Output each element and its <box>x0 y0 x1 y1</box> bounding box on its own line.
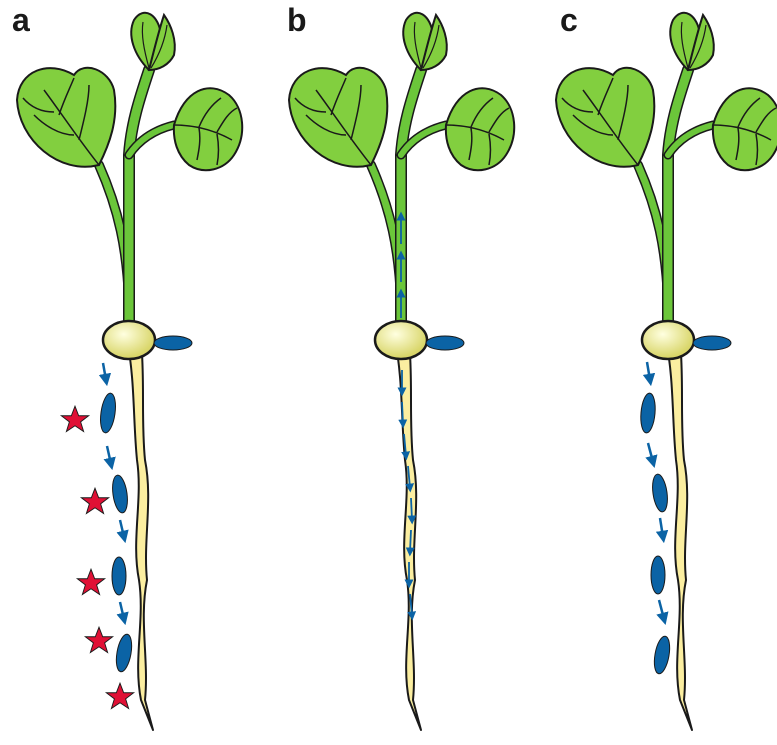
nodule <box>640 392 656 434</box>
nodule <box>652 473 668 513</box>
nodule <box>111 556 127 596</box>
panel-a-shoot <box>17 13 242 335</box>
arrow <box>642 361 656 387</box>
panel-c-arrows <box>642 361 669 626</box>
panel-a-seed <box>101 319 194 361</box>
arrow <box>655 517 669 544</box>
arrow <box>401 433 411 461</box>
star <box>84 626 114 654</box>
panel-b-arrows-down <box>397 370 417 621</box>
panel-label-c: c <box>560 2 578 38</box>
panel-b-seed <box>373 319 466 361</box>
nodule <box>100 392 116 434</box>
panel-a-root <box>126 339 154 731</box>
arrow <box>116 519 129 544</box>
panel-c-shoot <box>556 13 777 335</box>
panel-c-seed <box>640 319 733 361</box>
panel-a-plant <box>17 13 242 731</box>
arrow <box>656 599 669 626</box>
arrow <box>405 529 415 557</box>
arrow <box>98 362 112 387</box>
panel-a-arrows <box>98 362 129 626</box>
star <box>76 568 106 596</box>
arrow <box>645 442 658 469</box>
panel-c-nodules <box>640 392 671 675</box>
star <box>80 487 110 515</box>
arrow <box>116 601 129 626</box>
arrow <box>407 497 417 525</box>
panel-c-root <box>665 339 693 731</box>
panel-b-root <box>394 339 422 731</box>
panel-c-plant <box>556 13 777 731</box>
arrow <box>103 445 116 471</box>
arrow <box>398 401 408 429</box>
arrow <box>407 593 417 621</box>
nodule <box>650 555 666 595</box>
panel-label-b: b <box>287 2 307 38</box>
nodule <box>653 635 671 675</box>
star <box>60 405 90 433</box>
star <box>105 682 135 710</box>
panel-label-a: a <box>12 2 30 38</box>
nodule <box>112 474 128 514</box>
panel-b-shoot <box>289 13 514 335</box>
panel-a-nodules <box>100 392 133 673</box>
nodule <box>115 633 133 673</box>
arrow <box>405 465 415 493</box>
